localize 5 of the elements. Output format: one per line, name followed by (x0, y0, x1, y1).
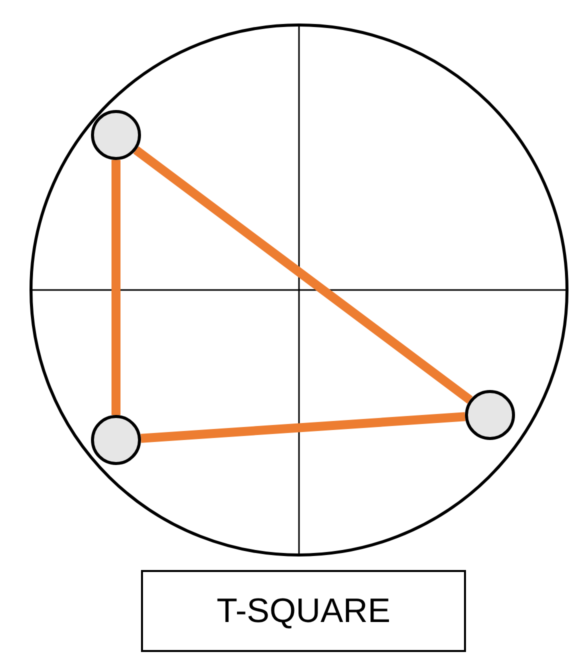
connector-line (133, 146, 473, 404)
connector-line (112, 160, 120, 415)
title-box (141, 570, 466, 652)
title-text: T-SQUARE (216, 590, 390, 632)
connector-line (140, 412, 466, 443)
